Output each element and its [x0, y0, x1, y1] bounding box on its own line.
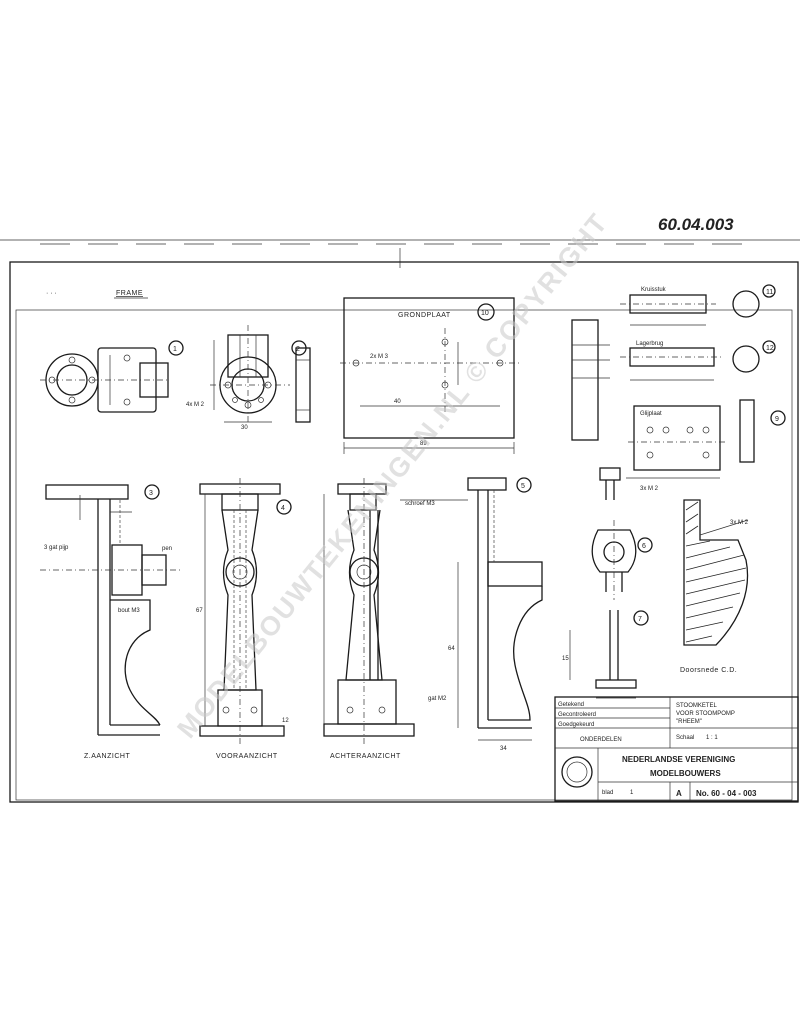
tb-row-getekend: Getekend — [558, 702, 584, 708]
part-number-4: 4 — [281, 505, 285, 512]
tb-scale-value: 1 : 1 — [706, 735, 718, 741]
outer-frame — [9, 261, 799, 803]
tb-blad-value: 1 — [630, 790, 634, 796]
view-lagerbrug: Lagerbrug — [636, 341, 663, 347]
tb-row-gecontroleerd: Gecontroleerd — [558, 712, 596, 718]
dim-hole-label: 2x M 3 — [370, 354, 389, 360]
note-schroef: schroef M3 — [405, 501, 435, 507]
view-side-profile — [40, 484, 180, 736]
tb-format: A — [676, 789, 682, 798]
tb-org-2: MODELBOUWERS — [650, 769, 721, 778]
tb-blad-label: blad — [602, 790, 613, 796]
dim-base-b: 34 — [500, 746, 507, 752]
part-kruisstuk — [571, 284, 776, 441]
note-gat: gat M2 — [428, 696, 447, 702]
part-number-12: 12 — [766, 345, 774, 352]
part-number-1: 1 — [173, 346, 177, 353]
view-kruisstuk: Kruisstuk — [641, 287, 667, 293]
part-number-7: 7 — [638, 616, 642, 623]
view-side-right — [457, 477, 543, 741]
part-glijplaat — [626, 399, 786, 479]
part-number-9: 9 — [775, 416, 779, 423]
tb-drawing-number: No. 60 - 04 - 003 — [696, 789, 757, 798]
dim-spot-label: 4x M 2 — [186, 402, 205, 408]
part-flange-top-view — [40, 340, 184, 413]
dim-spot-label-3: 3x M 2 — [640, 486, 659, 492]
dim-grondplaat-length: 89 — [420, 441, 427, 447]
view-doorsnede: Doorsnede C.D. — [680, 667, 737, 674]
tb-project-2: VOOR STOOMPOMP — [676, 711, 735, 717]
note-pijp: 3 gat pijp — [44, 545, 69, 551]
part-number-5: 5 — [521, 483, 525, 490]
tb-project-3: "RHEEM" — [676, 719, 702, 725]
part-round-flange — [210, 325, 311, 425]
dim-base-a: 30 — [241, 425, 248, 431]
part-pen — [569, 610, 649, 699]
dim-small-a: 12 — [282, 718, 289, 724]
view-glijplaat: Glijplaat — [640, 411, 662, 417]
tb-row-goedgekeurd: Goedgekeurd — [558, 722, 594, 728]
part-number-11: 11 — [766, 289, 773, 296]
view-rear — [323, 478, 468, 745]
dim-grondplaat-width: 40 — [394, 399, 401, 405]
tb-part-name: ONDERDELEN — [580, 737, 622, 743]
view-front — [199, 478, 292, 745]
title-block — [554, 696, 799, 802]
inner-frame — [15, 309, 793, 801]
part-number-10: 10 — [481, 310, 489, 317]
view-zijaanzicht: Z.AANZICHT — [84, 753, 130, 760]
view-achteraanzicht: ACHTERAANZICHT — [330, 753, 401, 760]
dim-small-b: 15 — [562, 656, 569, 662]
frame-label-faint: · · · — [46, 290, 57, 297]
section-cd — [683, 499, 749, 646]
part-bearing — [591, 467, 653, 600]
tb-scale-label: Schaal — [676, 735, 694, 741]
note-pen: pen — [162, 546, 172, 552]
note-schroef-section: 3x M 2 — [730, 520, 749, 526]
drawing-canvas: 60.04.003 FRAME · · · 1 2 — [0, 207, 800, 803]
part-number-6: 6 — [642, 543, 646, 550]
tb-project-1: STOOMKETEL — [676, 703, 718, 709]
technical-drawing-sheet: 60.04.003 FRAME · · · 1 2 — [0, 200, 800, 820]
part-grondplaat — [340, 297, 520, 454]
watermark: MODELBOUWTEKENINGEN.NL © COPYRIGHT — [171, 207, 614, 744]
part-number-3: 3 — [149, 490, 153, 497]
tb-org-1: NEDERLANDSE VERENIGING — [622, 755, 735, 764]
dim-vert-right: 64 — [448, 646, 455, 652]
part-number-2: 2 — [296, 346, 300, 353]
view-vooraanzicht: VOORAANZICHT — [216, 753, 278, 760]
view-grondplaat: GRONDPLAAT — [398, 312, 451, 319]
frame-label: FRAME — [116, 290, 143, 297]
handwritten-ref: 60.04.003 — [658, 215, 734, 234]
dim-vert-total: 67 — [196, 608, 203, 614]
note-bout: bout M3 — [118, 608, 140, 614]
